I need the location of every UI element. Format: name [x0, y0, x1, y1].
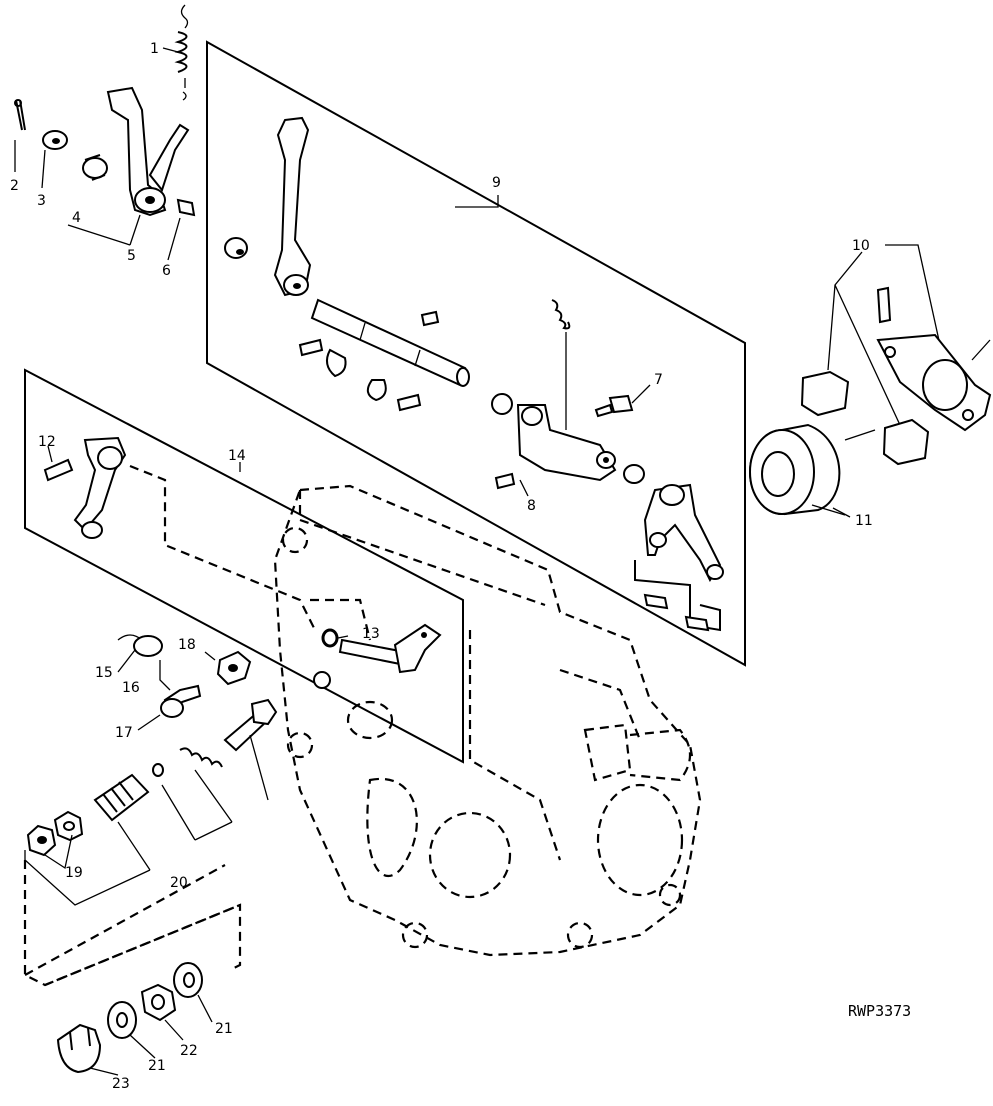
- clips-panel-9: [325, 348, 387, 402]
- callout-21b: 21: [148, 1058, 166, 1074]
- callout-6: 6: [162, 263, 171, 279]
- washer-part-21-upper: [173, 962, 203, 998]
- callout-3: 3: [37, 193, 46, 209]
- dashed-group-box: [23, 860, 242, 987]
- callout-22: 22: [180, 1043, 198, 1059]
- shaft-part-13: [313, 623, 442, 689]
- screw-part-7: [594, 384, 651, 418]
- yoke-part-10: [800, 244, 992, 466]
- fork-panel-9: [634, 483, 724, 632]
- bolt-part-17: [137, 684, 202, 731]
- cap-part-15: [117, 634, 163, 673]
- callout-19: 19: [65, 865, 83, 881]
- figure-id: RWP3373: [848, 1002, 911, 1020]
- transmission-housing: [273, 484, 702, 957]
- arm-panel-14: [73, 436, 316, 631]
- bellcrank-panel-9: [491, 393, 645, 490]
- panel-kit-14: [24, 368, 464, 764]
- nuts-part-19: [24, 810, 151, 906]
- nut-part-22: [140, 983, 177, 1022]
- bushing-part-4: [67, 154, 131, 246]
- callout-12: 12: [38, 434, 56, 450]
- line-part-16: [159, 660, 171, 691]
- callout-2: 2: [10, 178, 19, 194]
- acorn-nut-part-23: [56, 1023, 102, 1074]
- callout-14: 14: [228, 448, 246, 464]
- callout-labels: 1 2 3 4 5 6 7 8 9 10 11 12 13 14 15 16 1…: [10, 41, 873, 1092]
- callout-16: 16: [122, 680, 140, 696]
- callout-17: 17: [115, 725, 133, 741]
- spring-panel-9: [551, 299, 571, 430]
- callout-18: 18: [178, 637, 196, 653]
- washer-part-21-lower: [107, 1001, 137, 1039]
- adjusting-screw-part-20: [93, 698, 278, 871]
- pin-part-12: [43, 458, 74, 482]
- callout-10: 10: [852, 238, 870, 254]
- callout-21a: 21: [215, 1021, 233, 1037]
- callout-15: 15: [95, 665, 113, 681]
- shaft-panel-9: [310, 298, 470, 387]
- callout-23: 23: [112, 1076, 130, 1092]
- washer-part-3: [41, 130, 68, 189]
- shift-lever-panel-9: [273, 116, 312, 297]
- bushing-panel-9: [224, 237, 248, 259]
- callout-4: 4: [72, 210, 81, 226]
- callout-11: 11: [855, 513, 873, 529]
- nut-part-18: [204, 650, 252, 686]
- lever-arm-part-5: [106, 86, 190, 246]
- cotter-pin-part-2: [14, 99, 26, 172]
- pin-part-6: [167, 198, 196, 261]
- callout-20: 20: [170, 875, 188, 891]
- callout-9: 9: [492, 175, 501, 191]
- callout-5: 5: [127, 248, 136, 264]
- callout-7: 7: [654, 372, 663, 388]
- callout-8: 8: [527, 498, 536, 514]
- release-bearing-part-11: [749, 423, 876, 516]
- panel-kit-9: [206, 40, 746, 667]
- roll-pins-panel-9: [298, 310, 440, 412]
- callout-13: 13: [362, 626, 380, 642]
- callout-1: 1: [150, 41, 159, 57]
- spring-part-1: [162, 4, 189, 101]
